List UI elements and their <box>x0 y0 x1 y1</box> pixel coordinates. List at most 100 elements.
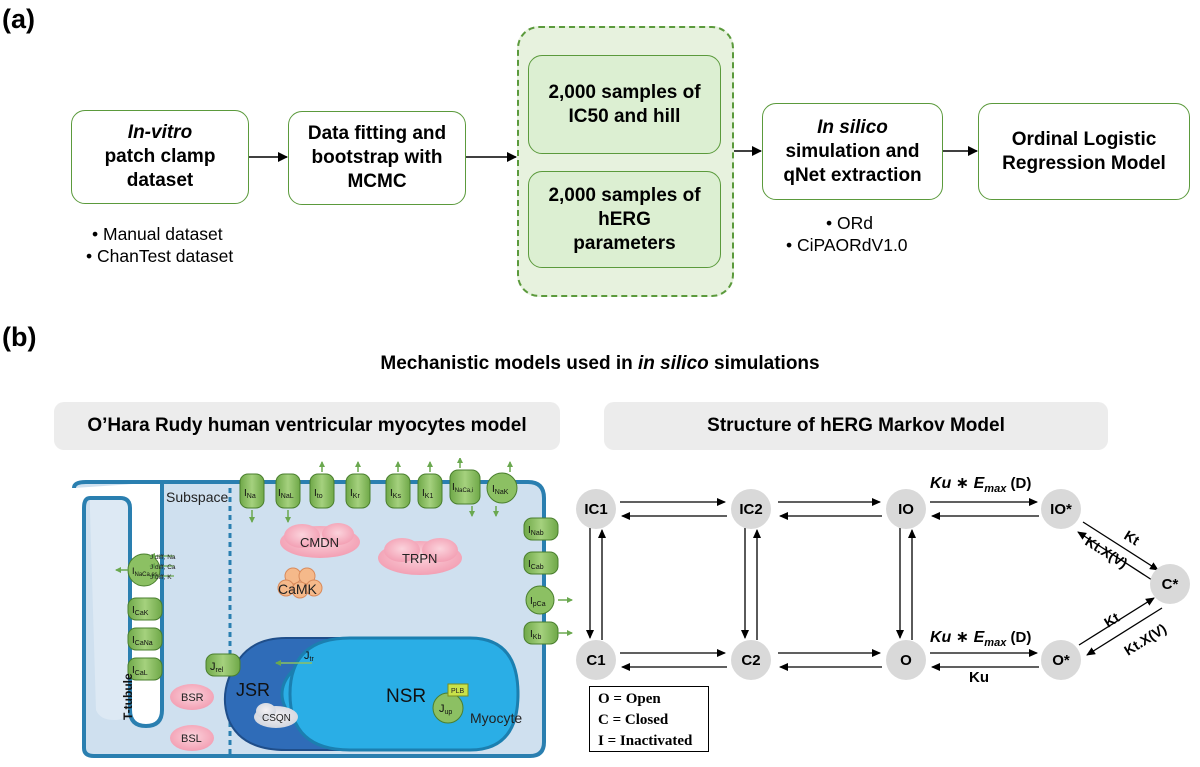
jdiff-k-label: J diff, K <box>150 574 172 581</box>
state-c-star <box>1150 564 1190 604</box>
channel-inacai <box>449 469 481 505</box>
label-inab: INab <box>528 525 544 537</box>
nsr-label: NSR <box>386 686 426 707</box>
invitro-bullets: • Manual dataset • ChanTest dataset <box>86 223 233 267</box>
plb-label: PLB <box>451 688 465 695</box>
channel-inab <box>523 517 559 541</box>
bullet-cipaord: • CiPAORdV1.0 <box>786 235 908 255</box>
invitro-label: In-vitro <box>127 122 193 143</box>
cmdn-label: CMDN <box>300 535 339 550</box>
box2-line2: bootstrap with <box>311 147 443 168</box>
top-channel-arrows <box>249 458 513 523</box>
label-ikb: IKb <box>530 629 541 641</box>
bullet-ord: • ORd <box>826 213 873 233</box>
bullet-chantest: • ChanTest dataset <box>86 246 234 266</box>
channel-icab <box>523 551 559 575</box>
legend-closed: C = Closed <box>598 712 669 728</box>
state-ic1 <box>576 489 616 529</box>
label-inal: INaL <box>278 488 294 500</box>
label-iks: IKs <box>390 488 401 500</box>
label-inacai: INaCa,i <box>452 482 473 494</box>
label-inak: INaK <box>492 484 509 496</box>
box4-line2: hERG <box>598 208 651 230</box>
state-io <box>886 489 926 529</box>
bsr-label: BSR <box>181 692 204 704</box>
herg-markov-header: Structure of hERG Markov Model <box>604 402 1108 450</box>
box5-line3: qNet extraction <box>783 164 922 186</box>
jrel-channel <box>205 653 241 677</box>
insilico-label: In silico <box>817 116 888 138</box>
jdiff-ca-label: J diff, Ca <box>150 564 176 571</box>
box4-line3: parameters <box>573 232 676 254</box>
bullet-manual: • Manual dataset <box>92 224 223 244</box>
panel-b-label: (b) <box>2 322 37 352</box>
state-c2-label: C2 <box>741 652 760 669</box>
jtr-label: Jtr <box>304 650 314 663</box>
state-o-label: O <box>900 652 912 669</box>
state-ic2-label: IC2 <box>739 501 762 518</box>
channel-ipca <box>525 585 555 615</box>
camk-label: CaMK <box>278 581 318 597</box>
box1-line3: dataset <box>126 170 194 191</box>
jup-label: Jup <box>439 703 452 716</box>
state-o-star-label: O* <box>1052 652 1070 669</box>
jdiff-na-label: J diff, Na <box>150 554 176 561</box>
ic50-hill-samples-box: 2,000 samples of IC50 and hill <box>528 55 721 154</box>
box2-line1: Data fitting and <box>307 123 447 144</box>
label-icana: ICaNa <box>132 635 153 647</box>
label-ipca: IpCa <box>530 596 546 608</box>
nsr-outline <box>288 636 520 752</box>
top-channels <box>239 469 518 509</box>
plb-box <box>447 683 469 697</box>
channel-inal <box>275 473 301 509</box>
trpn-label: TRPN <box>402 551 437 566</box>
box1-line2: patch clamp <box>104 146 216 167</box>
markov-states <box>576 489 1190 680</box>
label-ical: ICaL <box>132 665 148 677</box>
label-ik1: IK1 <box>422 488 433 500</box>
markov-vertical-arrows <box>586 528 916 640</box>
ord-cell-diagram: Subspace Myocyte T-tubule CMDN TRPN CaMK… <box>72 458 573 758</box>
jsr-label: JSR <box>236 680 270 700</box>
channel-ito <box>309 473 335 509</box>
rate-bottom-label: Ku ∗ Emax (D) <box>930 629 1031 649</box>
right-channels <box>523 517 573 645</box>
insilico-bullets: • ORd • CiPAORdV1.0 <box>786 212 908 256</box>
label-ito: Ito <box>314 488 323 500</box>
bsl-cloud <box>170 725 214 751</box>
box4-line1: 2,000 samples of <box>548 184 701 206</box>
camk-cluster <box>277 567 323 599</box>
state-io-star <box>1041 489 1081 529</box>
state-o <box>886 640 926 680</box>
panel-b-title-italic: in silico <box>638 353 709 374</box>
state-ic1-label: IC1 <box>584 501 607 518</box>
channel-icak <box>127 597 163 621</box>
bsr-cloud <box>170 684 214 710</box>
panel-b-title-post: simulations <box>708 353 820 374</box>
label-inacass: INaCa,ss <box>132 566 158 578</box>
state-io-label: IO <box>898 501 914 518</box>
jrel-label: Jrel <box>210 661 224 674</box>
ttubule-label: T-tubule <box>121 673 135 720</box>
state-c1-label: C1 <box>586 652 605 669</box>
box6-line1: Ordinal Logistic <box>1011 128 1157 150</box>
box6-line2: Regression Model <box>1002 152 1166 174</box>
panel-a-label: (a) <box>2 4 35 34</box>
herg-samples-box: 2,000 samples of hERG parameters <box>528 171 721 268</box>
myocyte-label: Myocyte <box>470 710 522 726</box>
label-ikr: IKr <box>350 488 360 500</box>
rate-kt-upper-label: Kt <box>1121 527 1142 549</box>
rate-ku-label: Ku <box>969 669 989 686</box>
ord-model-header: O’Hara Rudy human ventricular myocytes m… <box>54 402 560 450</box>
markov-top-arrows <box>620 498 1039 520</box>
label-ina: INa <box>244 488 256 500</box>
channel-ik1 <box>417 473 443 509</box>
channel-ikr <box>345 473 371 509</box>
label-icab: ICab <box>528 559 544 571</box>
insilico-simulation-box: In silico simulation and qNet extraction <box>762 103 943 200</box>
markov-legend: O = Open C = Closed I = Inactivated <box>589 686 709 752</box>
trpn-cloud <box>378 538 462 575</box>
rate-top-label: Ku ∗ Emax (D) <box>930 475 1031 495</box>
invitro-dataset-box: In-vitro patch clamp dataset <box>71 110 249 204</box>
state-ic2 <box>731 489 771 529</box>
